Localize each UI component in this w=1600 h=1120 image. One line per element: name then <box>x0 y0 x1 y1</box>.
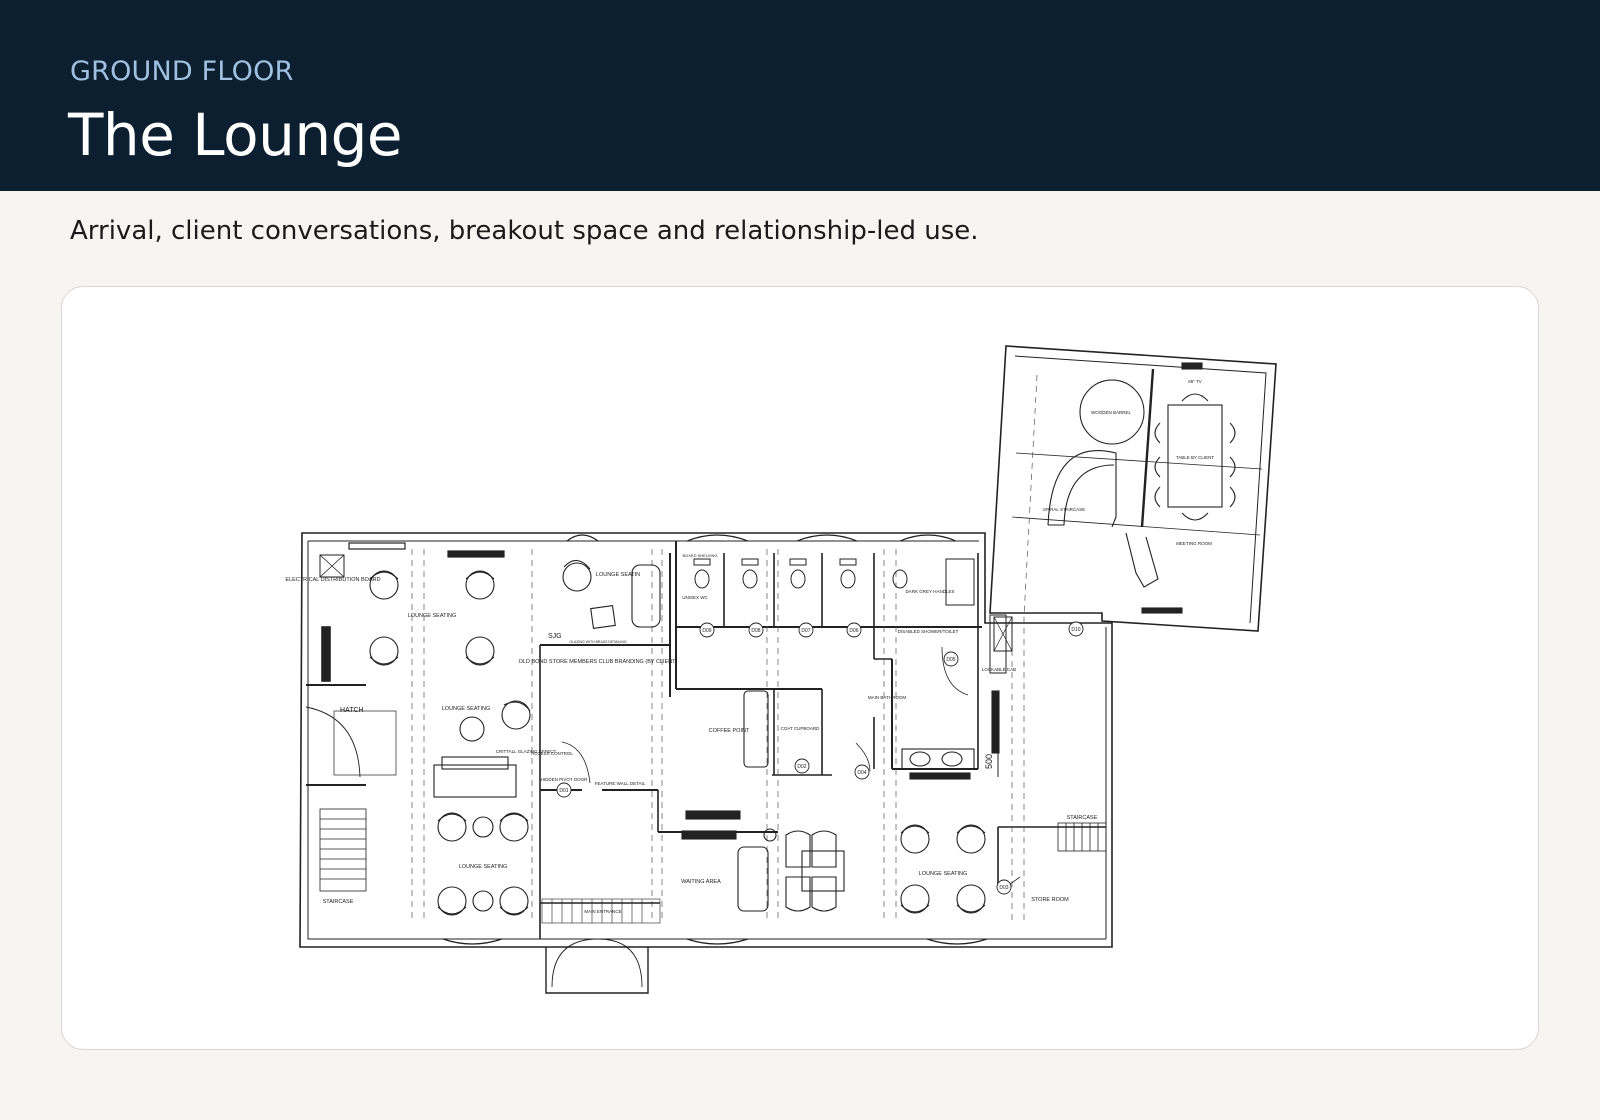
label-hidden-door: HIDDEN PIVOT DOOR <box>541 777 588 782</box>
label-boxed-shelving: BOXED SHELVING <box>682 553 717 558</box>
label-lounge-seating-c: LOUNGE SEATING <box>459 864 508 870</box>
label-waiting: WAITING AREA <box>681 879 721 885</box>
floor-label: GROUND FLOOR <box>70 56 294 87</box>
door-tag: D07 <box>801 628 810 634</box>
inner-wall <box>307 540 1107 940</box>
label-main-entrance: MAIN ENTRANCE <box>584 909 621 914</box>
label-staircase-left: STAIRCASE <box>323 899 354 905</box>
page-description: Arrival, client conversations, breakout … <box>70 216 979 246</box>
label-branding: OLD BOND STORE MEMBERS CLUB BRANDING (BY… <box>519 659 678 665</box>
label-main-bathroom: MAIN BATHROOM <box>868 695 906 700</box>
label-disabled: DISABLED SHOWER/TOILET <box>898 629 959 634</box>
label-tv: 65" TV <box>1188 379 1202 384</box>
label-electrical: ELECTRICAL DISTRIBUTION BOARD <box>285 577 380 583</box>
label-lounge-seating-a: LOUNGE SEATING <box>408 613 457 619</box>
label-store-room: STORE ROOM <box>1031 897 1069 903</box>
door-tag: D04 <box>857 770 866 776</box>
page-title: The Lounge <box>68 101 403 169</box>
label-coat: COAT CUPBOARD <box>781 726 821 731</box>
door-tag: D03 <box>999 885 1008 891</box>
label-lounge-seating-b: LOUNGE SEATING <box>442 706 491 712</box>
door-tag: D01 <box>559 788 568 794</box>
door-tag: D09 <box>702 628 711 634</box>
label-meeting-room: MEETING ROOM <box>1176 541 1212 546</box>
label-glazing: GLAZING WITH BRASS DETAILING <box>569 640 627 644</box>
label-lounge-seating-top: LOUNGE SEATIN <box>596 572 640 578</box>
label-dimension: 500 <box>984 754 994 769</box>
label-spiral: SPIRAL STAIRCASE <box>1043 507 1085 512</box>
label-wooden-barrel: WOODEN BARREL <box>1091 410 1132 415</box>
floor-plan-drawing: ELECTRICAL DISTRIBUTION BOARD LOUNGE SEA… <box>285 345 1277 994</box>
door-tag: D10 <box>1071 627 1080 633</box>
label-lounge-seating-d: LOUNGE SEATING <box>919 871 968 877</box>
label-staircase-right: STAIRCASE <box>1067 815 1098 821</box>
label-lockable: LOCKABLE CAB <box>982 667 1016 672</box>
floor-plan-card: ELECTRICAL DISTRIBUTION BOARD LOUNGE SEA… <box>61 286 1539 1050</box>
door-tag: D05 <box>946 657 955 663</box>
label-hatch: HATCH <box>340 707 364 714</box>
label-table-client: TABLE BY CLIENT <box>1176 455 1215 460</box>
outer-wall <box>299 532 1113 948</box>
label-sjg: SJG <box>548 633 562 640</box>
header-band: GROUND FLOOR The Lounge <box>0 0 1600 191</box>
door-tag: D02 <box>797 764 806 770</box>
door-tag: D06 <box>849 628 858 634</box>
annex-wall <box>989 345 1277 632</box>
label-access: ACCESS CONTROL <box>531 751 573 756</box>
label-crittall: CRITTALL GLAZING EFFECT <box>496 749 557 754</box>
label-unisex-wc: UNISEX WC <box>682 595 708 600</box>
door-tag: D08 <box>751 628 760 634</box>
annex-inner-wall <box>1014 355 1267 624</box>
label-feature-wall: FEATURE WALL DETAIL <box>595 781 646 786</box>
label-coffee: COFFEE POINT <box>709 728 750 734</box>
label-dark-grey: DARK GREY HANDLES <box>906 589 955 594</box>
